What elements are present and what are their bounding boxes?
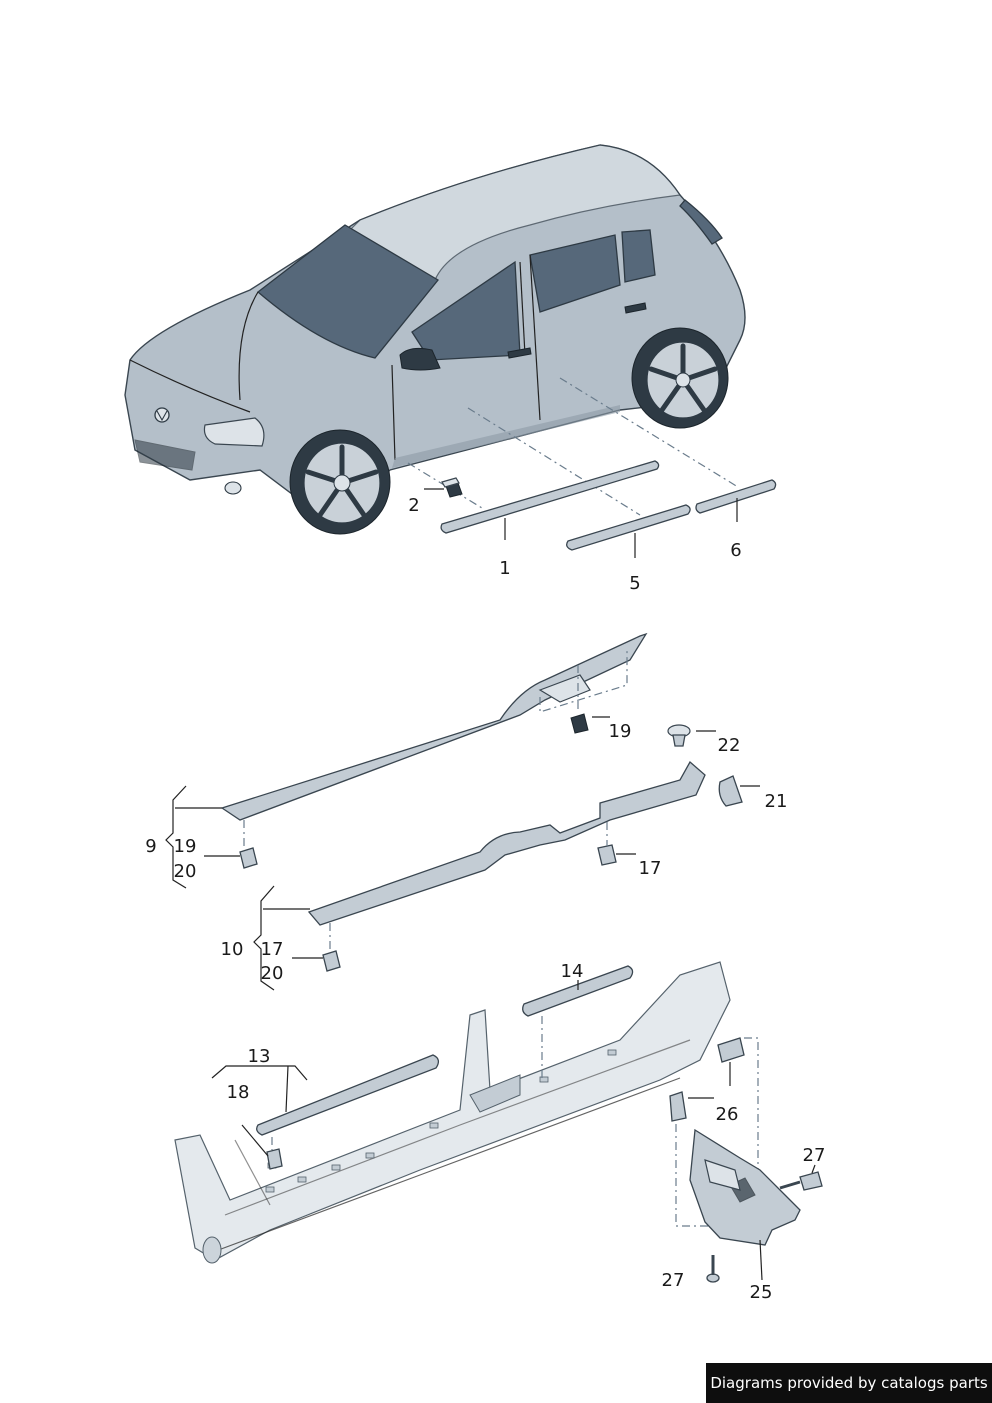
screw-27-top xyxy=(779,1171,823,1191)
moulding-1 xyxy=(440,460,660,534)
callout-20-top: 20 xyxy=(174,861,197,882)
cap-22 xyxy=(667,724,691,747)
callout-1: 1 xyxy=(499,558,510,579)
callout-27-bottom: 27 xyxy=(662,1270,685,1291)
clip-18 xyxy=(266,1148,283,1170)
screw-27-bottom xyxy=(706,1255,720,1283)
clip-19-top xyxy=(570,713,589,734)
callout-13: 13 xyxy=(248,1046,271,1067)
callout-26: 26 xyxy=(716,1104,739,1125)
callout-14: 14 xyxy=(561,961,584,982)
callout-27-top: 27 xyxy=(803,1145,826,1166)
body-side-panel xyxy=(174,961,731,1264)
moulding-6 xyxy=(695,479,777,514)
callout-6: 6 xyxy=(730,540,741,561)
clip-26 xyxy=(669,1037,745,1122)
callout-17-right: 17 xyxy=(639,858,662,879)
callout-17-left: 17 xyxy=(261,939,284,960)
clip-17-20 xyxy=(322,950,341,972)
clip-19-20 xyxy=(239,847,258,869)
callout-19-top: 19 xyxy=(609,721,632,742)
callout-18: 18 xyxy=(227,1082,250,1103)
callout-21: 21 xyxy=(765,791,788,812)
sill-trim-9 xyxy=(220,632,648,821)
callout-10: 10 xyxy=(221,939,244,960)
callout-9: 9 xyxy=(145,836,156,857)
credit-banner: Diagrams provided by catalogs parts xyxy=(706,1363,992,1403)
callout-5: 5 xyxy=(629,573,640,594)
moulding-5 xyxy=(566,504,691,551)
clip-21 xyxy=(718,775,743,807)
callout-19-left: 19 xyxy=(174,836,197,857)
car-illustration xyxy=(124,144,746,535)
sill-strip-14 xyxy=(522,965,634,1017)
callout-2: 2 xyxy=(408,495,419,516)
callout-25: 25 xyxy=(750,1282,773,1303)
clip-17 xyxy=(597,844,617,866)
sill-trim-10 xyxy=(307,760,706,926)
callout-20-bottom: 20 xyxy=(261,963,284,984)
sill-strip-13 xyxy=(256,1054,440,1136)
clip-2 xyxy=(441,477,463,498)
callout-22: 22 xyxy=(718,735,741,756)
